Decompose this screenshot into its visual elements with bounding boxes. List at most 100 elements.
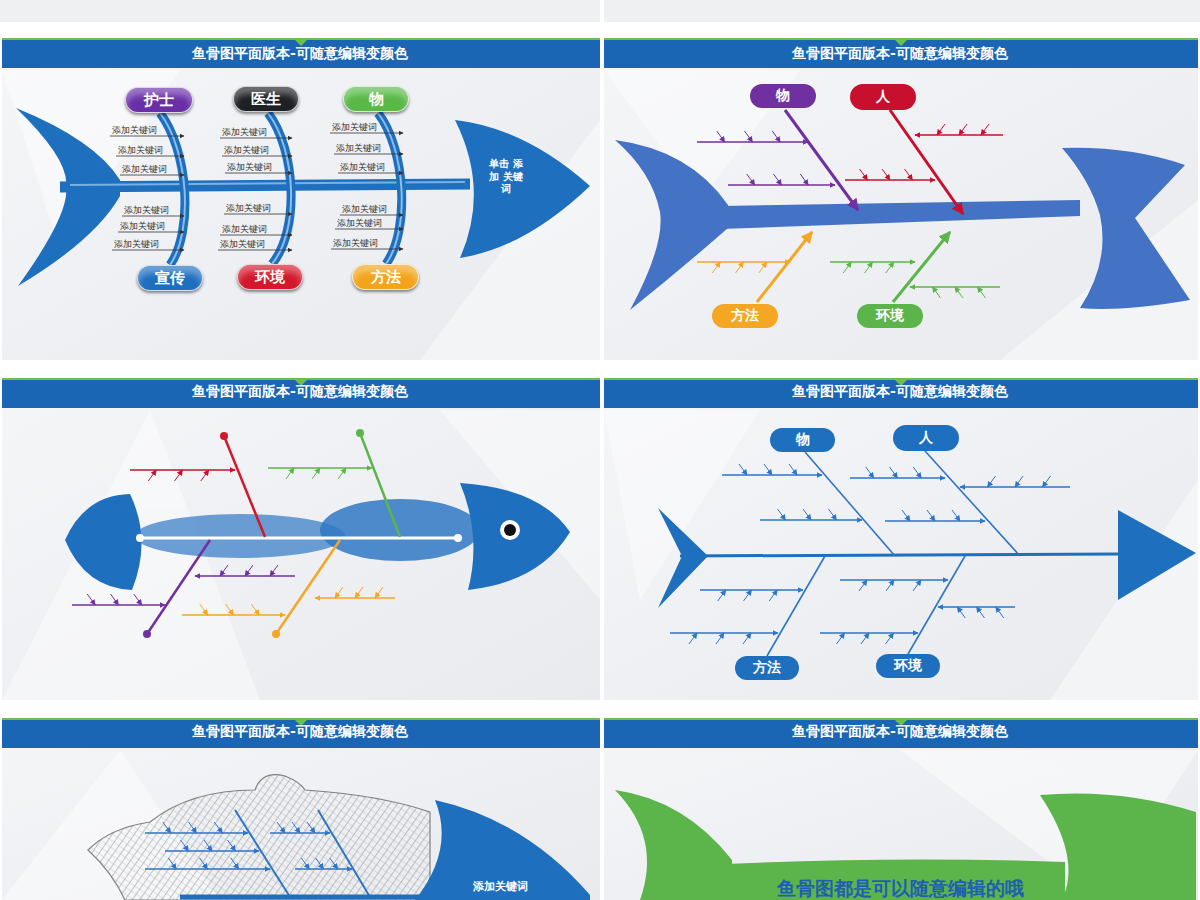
fish-illustration	[320, 499, 480, 561]
keyword-label: 添加关键词	[220, 238, 265, 251]
sub-bone	[72, 594, 165, 605]
head-label: 添加关键词	[445, 880, 555, 894]
fish-skeleton	[16, 108, 470, 286]
sub-bone	[134, 594, 142, 605]
sub-bone	[978, 287, 986, 298]
sub-bone	[769, 590, 777, 601]
sub-bone	[886, 262, 894, 273]
fish-illustration	[140, 537, 458, 540]
fish-skeleton	[767, 556, 825, 656]
sub-bone	[697, 262, 790, 273]
sub-bone	[886, 580, 894, 591]
sub-bone	[307, 822, 315, 833]
header-band	[604, 718, 1198, 748]
sub-bone	[301, 858, 309, 869]
sub-bone	[736, 262, 744, 273]
keyword-arrow	[225, 173, 292, 174]
sub-bone	[204, 840, 212, 851]
sub-bone	[689, 633, 697, 644]
slide-title: 鱼骨图平面版本-可随意编辑变颜色	[650, 723, 1150, 741]
keyword-label: 添加关键词	[224, 144, 269, 157]
keyword-arrow	[220, 235, 292, 236]
fish-illustration	[224, 436, 265, 537]
sub-bone	[860, 169, 868, 180]
sub-bone	[700, 590, 803, 601]
sub-bone	[195, 565, 295, 576]
keyword-label: 添加关键词	[120, 220, 165, 233]
background-facet	[2, 70, 1198, 900]
fish-skeleton	[658, 508, 708, 608]
fish-illustration	[276, 540, 340, 634]
sub-bone	[933, 287, 941, 298]
sub-bone	[843, 262, 851, 273]
sub-bone	[189, 822, 197, 833]
fish-illustration	[504, 524, 516, 536]
category-pill: 物	[343, 86, 409, 112]
fish-silhouette	[1040, 793, 1196, 900]
category-label: 物	[369, 90, 384, 109]
sub-bone	[861, 633, 869, 644]
sub-bone	[181, 840, 189, 851]
header-band	[2, 40, 600, 68]
fish-illustration	[135, 514, 345, 558]
slide-title: 鱼骨图平面版本-可随意编辑变颜色	[50, 383, 550, 401]
category-pill: 护士	[125, 87, 193, 113]
fish-skeleton	[268, 113, 291, 264]
category-pill: 方法	[352, 264, 419, 290]
keyword-label: 添加关键词	[337, 217, 382, 230]
category-label: 环境	[876, 307, 904, 325]
fish-skeleton	[70, 182, 465, 185]
category-pill: 物	[750, 84, 816, 108]
sub-bone	[800, 174, 808, 185]
sub-bone	[315, 587, 395, 598]
sub-bone	[1015, 476, 1023, 487]
sub-bone	[87, 594, 95, 605]
fish-illustration	[360, 433, 400, 537]
fish-sketch	[235, 810, 290, 897]
fish-silhouette	[720, 200, 1080, 229]
keyword-label: 添加关键词	[336, 142, 381, 155]
sub-bone	[803, 509, 811, 520]
sub-bone	[764, 464, 772, 475]
sub-bone	[789, 464, 797, 475]
category-label: 物	[776, 87, 790, 105]
sub-bone	[717, 131, 725, 142]
category-pill: 方法	[712, 304, 778, 328]
slide-title: 鱼骨图平面版本-可随意编辑变颜色	[50, 723, 550, 741]
keyword-arrow	[112, 250, 184, 251]
sub-bone	[718, 590, 726, 601]
sub-bone	[886, 633, 894, 644]
sub-bone	[915, 124, 1003, 135]
keyword-label: 添加关键词	[342, 203, 387, 216]
sub-bone	[716, 633, 724, 644]
fish-sketch	[318, 810, 370, 897]
sub-bone	[882, 169, 890, 180]
category-pill: 宣传	[137, 265, 203, 291]
sub-bone	[316, 858, 324, 869]
category-label: 护士	[144, 91, 174, 110]
keyword-label: 添加关键词	[227, 161, 272, 174]
sub-bone	[760, 509, 862, 520]
category-pill: 医生	[233, 86, 299, 112]
fish-illustration	[220, 432, 228, 440]
category-label: 方法	[753, 659, 781, 677]
keyword-label: 添加关键词	[222, 126, 267, 139]
category-pill: 环境	[237, 264, 303, 290]
sub-bone	[829, 509, 837, 520]
sub-bone	[295, 858, 352, 869]
sub-bone	[130, 470, 235, 481]
fish-illustration	[272, 630, 280, 638]
fish-silhouette	[757, 232, 812, 302]
keyword-arrow	[335, 229, 403, 230]
sub-bone	[927, 510, 935, 521]
keyword-arrow	[338, 173, 403, 174]
sub-bone	[905, 169, 913, 180]
fish-silhouette	[615, 790, 732, 900]
sub-bone	[286, 468, 294, 479]
fish-illustration	[65, 494, 142, 590]
fish-head: 添加关键词	[415, 800, 590, 900]
header-band	[2, 38, 600, 68]
sub-bone	[890, 467, 898, 478]
